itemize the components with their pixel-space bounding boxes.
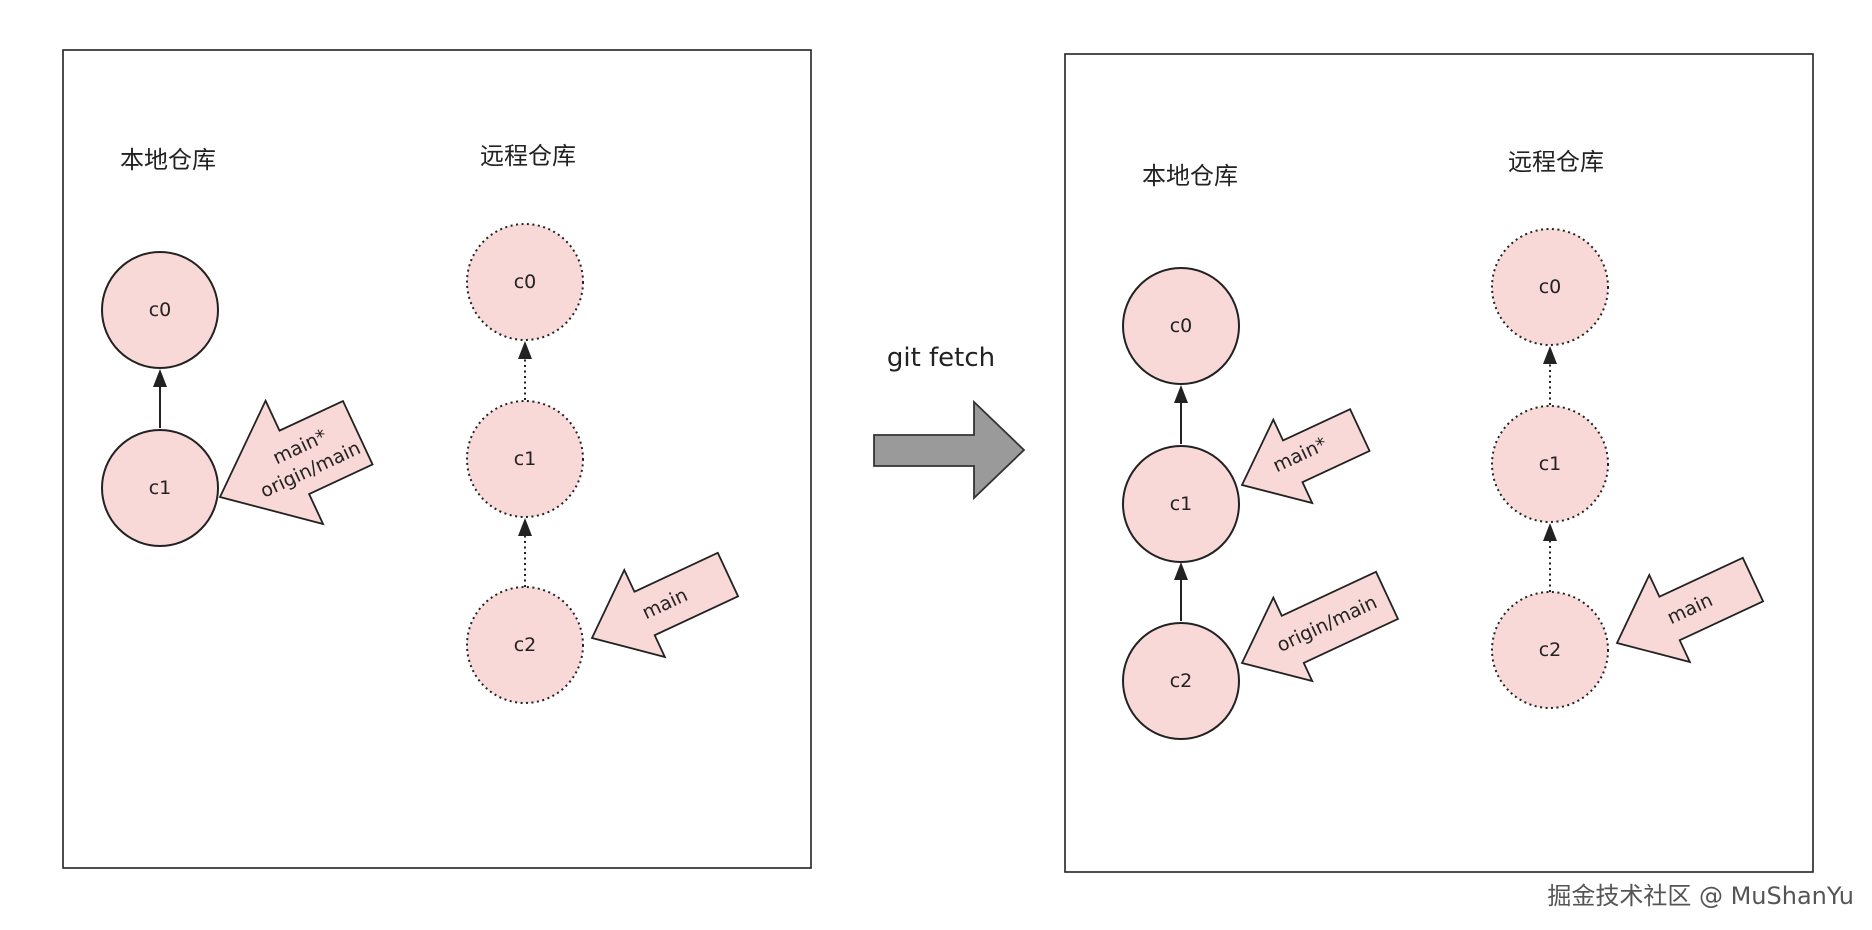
remote-main-pointer-arrow-after [1615,556,1765,664]
remote-repo-title-after: 远程仓库 [1508,148,1604,176]
remote-arrowhead-c1 [518,518,532,536]
local-commit-c0-after-label: c0 [1170,315,1193,337]
local-commit-c0-label: c0 [149,299,172,321]
origin-main-pointer-arrow [1240,570,1400,683]
remote-branch-pointer-after: main [1615,556,1765,664]
remote-arrowhead-c0 [518,341,532,359]
remote-arrowhead-c1-after [1543,523,1557,541]
local-commit-c0 [101,251,219,369]
remote-commit-c0-after-label: c0 [1539,276,1562,298]
local-commit-graph-after: c0 c1 c2 [1122,267,1240,740]
remote-branch-pointer: main [590,551,740,659]
main-origin-pointer-arrow [218,398,374,526]
remote-commit-c2-after [1491,591,1609,709]
local-main-pointer-after: main* [1240,408,1371,505]
transition-arrow [873,399,1026,501]
local-commit-c1-after-label: c1 [1170,493,1193,515]
remote-commit-c0-after [1491,228,1609,346]
local-repo-title-after: 本地仓库 [1142,162,1238,190]
local-commit-c0-after [1122,267,1240,385]
remote-commit-graph-after: c0 c1 c2 [1491,228,1609,709]
remote-repo-title: 远程仓库 [480,142,576,170]
remote-commit-c1-after-label: c1 [1539,453,1562,475]
local-repo-title: 本地仓库 [120,146,216,174]
fetch-transition: git fetch [873,343,1026,501]
local-commit-c2-after-label: c2 [1170,670,1193,692]
main-star-pointer-arrow [1240,408,1371,505]
remote-commit-c0-label: c0 [514,271,537,293]
local-branch-pointer: main* origin/main [218,398,374,526]
remote-arrowhead-c0-after [1543,346,1557,364]
local-commit-c1 [101,429,219,547]
remote-commit-c1-after [1491,405,1609,523]
remote-commit-c2-label: c2 [514,634,537,656]
local-commit-graph: c0 c1 [101,251,219,547]
git-fetch-label: git fetch [887,343,995,373]
remote-main-pointer-arrow [590,551,740,659]
remote-commit-c1-label: c1 [514,448,537,470]
remote-commit-c2-after-label: c2 [1539,639,1562,661]
local-commit-c1-after [1122,445,1240,563]
after-fetch-panel: 本地仓库 远程仓库 c0 c1 c2 main* origin/main [1064,53,1814,873]
arrowhead-c0 [153,369,167,387]
arrowhead-c0-after [1174,385,1188,403]
before-fetch-panel: 本地仓库 远程仓库 c0 c1 main* origin/main [62,49,812,869]
remote-commit-c1 [466,400,584,518]
watermark: 掘金技术社区 @ MuShanYu [1547,882,1854,910]
local-commit-c1-label: c1 [149,477,172,499]
remote-commit-c2 [466,586,584,704]
remote-commit-graph: c0 c1 c2 [466,223,584,704]
remote-commit-c0 [466,223,584,341]
arrowhead-c1-after [1174,562,1188,580]
local-commit-c2-after [1122,622,1240,740]
